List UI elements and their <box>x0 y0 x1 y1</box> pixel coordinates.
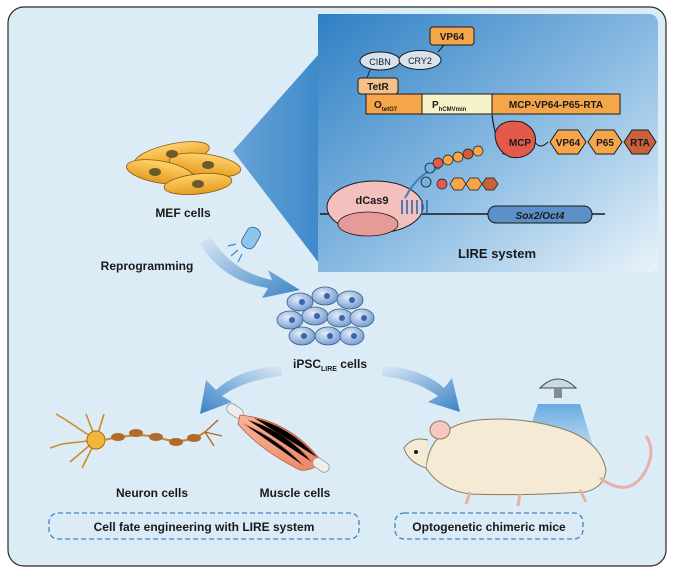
ipsc-cluster <box>276 286 375 346</box>
muscle-illustration <box>226 403 330 473</box>
dcas9-label: dCas9 <box>355 195 388 207</box>
p65-label: P65 <box>596 138 614 149</box>
vp64-top-box <box>429 26 475 46</box>
gene-box <box>491 93 621 115</box>
mouse-illustration <box>403 378 653 507</box>
cell-fate-frame <box>48 512 360 540</box>
optogenetic-frame <box>394 512 584 540</box>
lire-system-label: LIRE system <box>458 246 536 261</box>
reprogramming-label: Reprogramming <box>101 259 194 273</box>
mef-cells-illustration <box>126 141 242 195</box>
mcp-label: MCP <box>509 138 532 149</box>
p65-hex <box>587 129 623 155</box>
vp64-hex <box>549 129 587 155</box>
gene-label: MCP-VP64-P65-RTA <box>509 100 603 111</box>
neuron-cells-label: Neuron cells <box>116 486 188 500</box>
o-teto7-text: OtetO7 <box>374 100 398 113</box>
optic-device-icon <box>538 378 578 389</box>
p-main: P <box>432 100 439 111</box>
cibn-label: CIBN <box>369 57 391 67</box>
ipsc-main: iPSC <box>293 357 321 371</box>
o-sub: tetO7 <box>382 107 398 113</box>
target-gene-box <box>487 205 593 224</box>
sgrna-ladder <box>401 200 428 214</box>
zoom-wedge <box>233 55 318 262</box>
muscle-cells-label: Muscle cells <box>260 486 331 500</box>
tetr-label: TetR <box>367 82 389 93</box>
o-main: O <box>374 100 382 111</box>
activator-chain-lower <box>436 177 499 191</box>
p-sub: hCMVmin <box>439 107 467 113</box>
ipsc-label: iPSCLIRE cells <box>293 357 367 373</box>
optogenetic-mice-label: Optogenetic chimeric mice <box>412 520 566 534</box>
vp64-label: VP64 <box>556 138 581 149</box>
mcp-blob <box>494 120 536 159</box>
activator-chain-upper <box>432 145 484 169</box>
target-gene-label: Sox2/Oct4 <box>516 211 565 222</box>
rta-label: RTA <box>630 138 650 149</box>
ipsc-sub: LIRE <box>321 366 337 373</box>
differentiation-arrow <box>200 366 282 414</box>
mef-cells-label: MEF cells <box>155 206 211 220</box>
ipsc-tail: cells <box>337 357 367 371</box>
chimera-arrow <box>382 366 460 412</box>
reprogramming-arrow <box>200 236 300 298</box>
rta-hex <box>623 129 657 155</box>
cry2-label: CRY2 <box>408 56 432 66</box>
light-source-icon <box>227 226 261 263</box>
vp64-top-label: VP64 <box>440 32 465 43</box>
cell-fate-label: Cell fate engineering with LIRE system <box>94 520 315 534</box>
neuron-illustration <box>49 413 223 469</box>
promoter-text: PhCMVmin <box>432 100 467 113</box>
cry2-oval <box>398 50 442 70</box>
